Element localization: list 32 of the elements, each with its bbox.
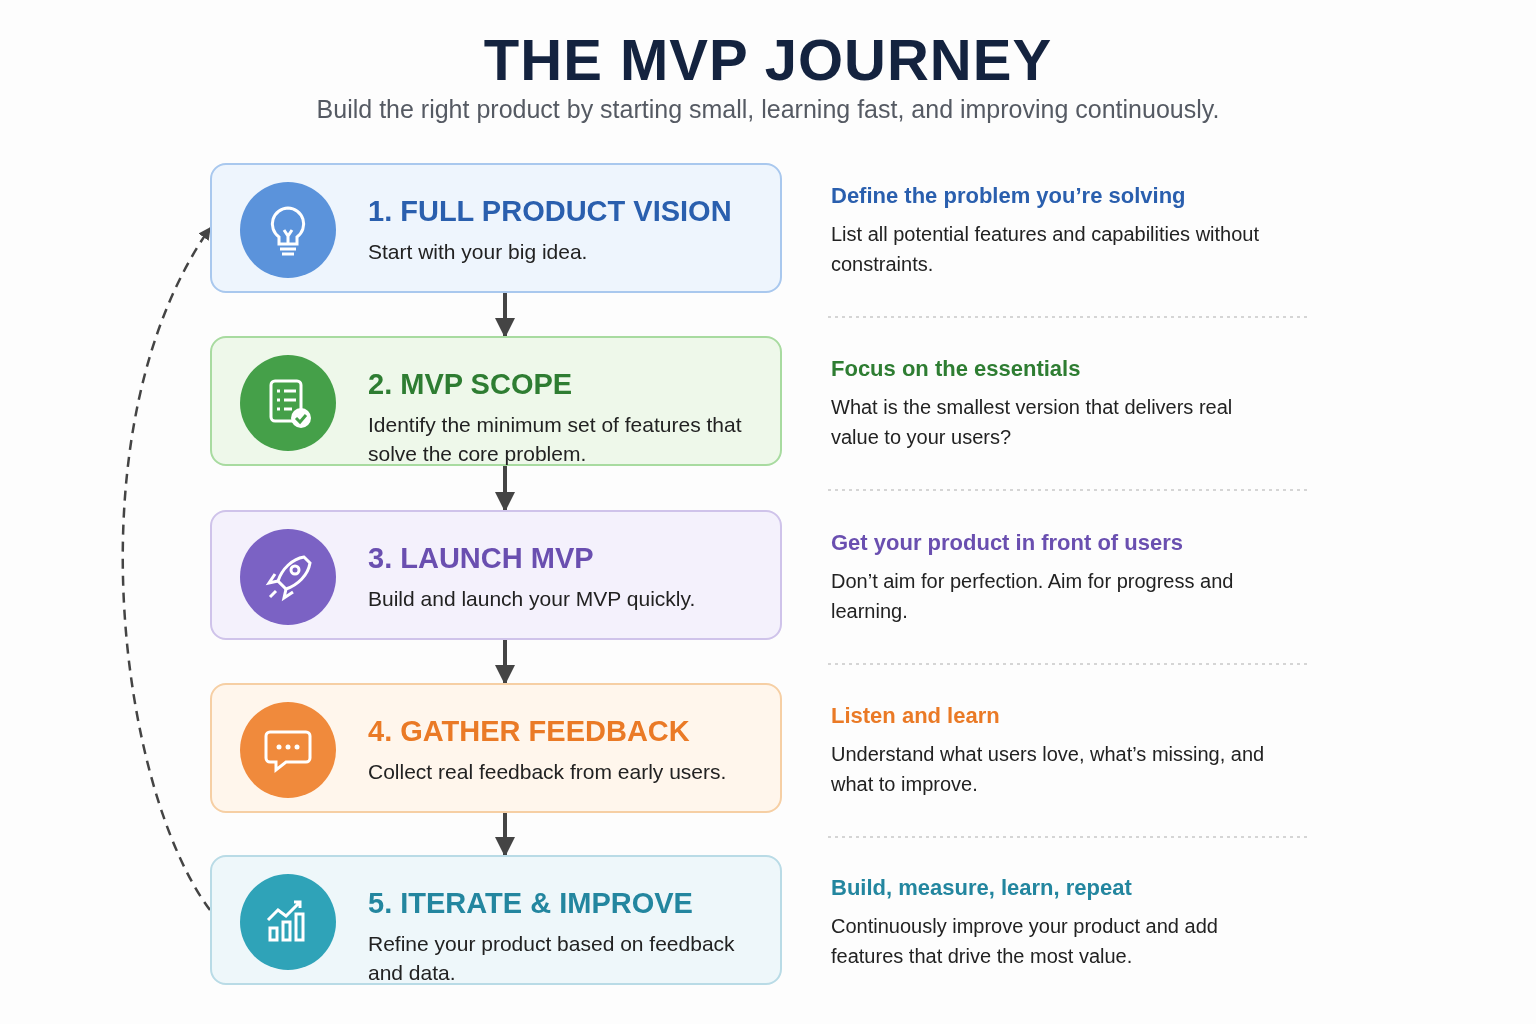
note-heading: Build, measure, learn, repeat [831, 875, 1132, 901]
note-text: Continuously improve your product and add features that drive the most value. [831, 914, 1219, 969]
step-title: 3. LAUNCH MVP [368, 542, 594, 575]
step-card [210, 855, 782, 985]
arrow [121, 226, 212, 911]
note-text: Don’t aim for perfection. Aim for progress and learning. [831, 569, 1235, 624]
step-description: Build and launch your MVP quickly. [368, 586, 697, 612]
step-card [210, 336, 782, 466]
step-title: 4. GATHER FEEDBACK [368, 715, 690, 748]
note-heading: Focus on the essentials [831, 356, 1081, 382]
step-title: 2. MVP SCOPE [368, 368, 573, 401]
step-card [210, 683, 782, 813]
note-text: Understand what users love, what’s missing, and what to improve. [831, 742, 1266, 797]
note-text: What is the smallest version that delivers real value to your users? [831, 395, 1234, 450]
step-description: Collect real feedback from early users. [368, 759, 728, 785]
note-heading: Define the problem you’re solving [831, 183, 1186, 209]
step-description: Identify the minimum set of features that solve the core problem. [368, 412, 743, 467]
note-heading: Get your product in front of users [831, 530, 1183, 556]
subtitle: Build the right product by starting small, learning fast, and improving continuously. [316, 95, 1220, 124]
step-card [210, 163, 782, 293]
diagram-title: THE MVP JOURNEY [483, 26, 1053, 93]
arrow [495, 640, 515, 685]
arrow [495, 466, 515, 512]
arrow [495, 293, 515, 338]
arrow [495, 813, 515, 857]
step-description: Refine your product based on feedback and data. [368, 931, 736, 986]
step-card [210, 510, 782, 640]
step-description: Start with your big idea. [368, 239, 589, 265]
step-title: 1. FULL PRODUCT VISION [368, 195, 732, 228]
note-heading: Listen and learn [831, 703, 1000, 729]
note-text: List all potential features and capabilities without constraints. [831, 222, 1261, 277]
step-title: 5. ITERATE & IMPROVE [368, 887, 693, 920]
